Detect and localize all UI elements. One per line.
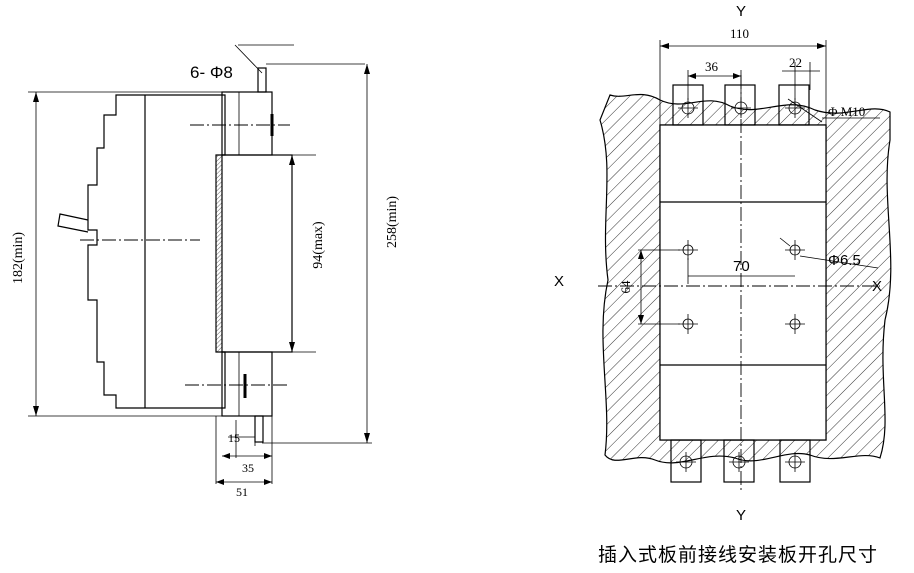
axis-y-top-label: Y bbox=[736, 3, 746, 20]
dim-51-label: 51 bbox=[236, 485, 248, 499]
axis-y-bottom-label: Y bbox=[736, 507, 746, 524]
bottom-terminal bbox=[221, 351, 273, 417]
dim-35-label: 35 bbox=[242, 461, 254, 475]
top-terminal bbox=[221, 91, 273, 156]
breaker-body-outline bbox=[87, 94, 226, 409]
cutout-view: Y Y X X 110 36 22 Φ M10 70 64 Φ6.5 bbox=[554, 3, 892, 524]
drawing-caption: 插入式板前接线安装板开孔尺寸 bbox=[598, 544, 879, 566]
operating-handle bbox=[57, 213, 89, 233]
label-phi6-5: Φ6.5 bbox=[828, 252, 861, 269]
panel-cutout bbox=[659, 124, 827, 441]
dim-22-label: 22 bbox=[789, 55, 802, 70]
label-m10: Φ M10 bbox=[828, 104, 865, 119]
side-view: 6- Φ8 182(min) 94(max) 258(min) 15 35 51 bbox=[11, 44, 400, 499]
dim-36-label: 36 bbox=[705, 59, 719, 74]
dim-15-label: 15 bbox=[228, 431, 240, 445]
axis-x-left-label: X bbox=[554, 273, 564, 290]
mounting-plate bbox=[215, 154, 223, 353]
dim-258-label: 258(min) bbox=[385, 196, 400, 248]
dim-94-label: 94(max) bbox=[311, 221, 326, 269]
label-6-phi8: 6- Φ8 bbox=[190, 63, 233, 82]
dim-64-label: 64 bbox=[618, 280, 633, 294]
axis-x-right-label: X bbox=[872, 278, 882, 295]
dim-70-label: 70 bbox=[733, 258, 750, 275]
dim-110-label: 110 bbox=[730, 26, 749, 41]
dim-182-label: 182(min) bbox=[11, 232, 26, 284]
